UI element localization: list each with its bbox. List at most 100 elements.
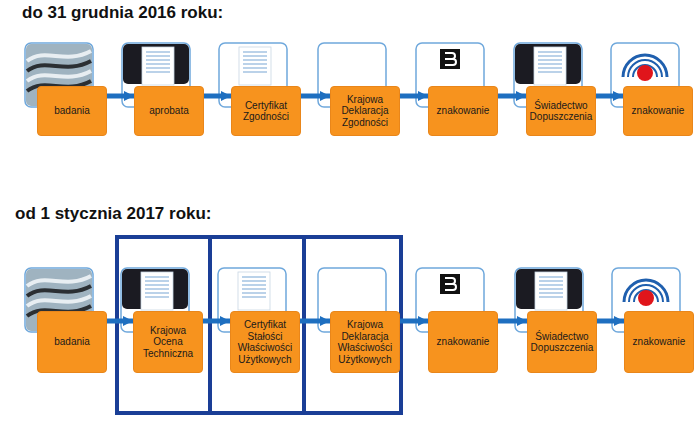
document-line — [539, 284, 563, 285]
document-line — [242, 288, 266, 289]
document-line — [242, 296, 266, 297]
box-text: Krajowa Ocena Techniczna — [137, 325, 199, 360]
document-line — [145, 288, 169, 289]
flow-arrow — [107, 94, 134, 99]
document-line — [145, 280, 169, 281]
flow-arrow — [498, 94, 526, 99]
document-page — [238, 272, 270, 310]
document-line — [146, 55, 170, 56]
process-box: Certyfikat Stałości Właściwości Użytkowy… — [230, 311, 300, 373]
cable-line — [27, 71, 91, 81]
box-text: Krajowa Deklaracja Właściwości Użytkowyc… — [334, 319, 396, 365]
process-box: badania — [37, 311, 107, 373]
flow-arrow — [597, 319, 624, 324]
document-line — [146, 71, 170, 72]
document-line — [243, 59, 267, 60]
cable-line — [27, 296, 91, 306]
flow-arrow — [498, 319, 527, 324]
document-line — [538, 67, 562, 68]
box-text: znakowanie — [437, 105, 490, 117]
document-line — [539, 276, 563, 277]
process-box: znakowanie — [428, 86, 498, 136]
document-line — [146, 59, 170, 60]
document-line — [242, 280, 266, 281]
document-line — [539, 296, 563, 297]
process-box: Świadectwo Dopuszczenia — [526, 86, 596, 136]
box-text: aprobata — [149, 105, 188, 117]
flow-arrow — [400, 319, 428, 324]
document-line — [242, 292, 266, 293]
document-line — [145, 276, 169, 277]
document-line — [243, 63, 267, 64]
box-text: Świadectwo Dopuszczenia — [530, 100, 593, 123]
box-text: Krajowa Deklaracja Zgodności — [334, 94, 396, 129]
process-box: znakowanie — [428, 311, 498, 373]
document-page — [141, 272, 173, 310]
flow-arrow — [300, 319, 330, 324]
box-text: Świadectwo Dopuszczenia — [531, 331, 594, 354]
document-line — [539, 280, 563, 281]
process-box: znakowanie — [624, 311, 694, 373]
document-line — [145, 292, 169, 293]
mark-logo — [440, 49, 460, 69]
document-page — [239, 47, 271, 85]
document-line — [538, 71, 562, 72]
group-frame — [117, 237, 401, 413]
dark-background — [516, 269, 582, 309]
document-line — [243, 55, 267, 56]
section-heading: do 31 grudnia 2016 roku: — [22, 3, 223, 23]
flow-arrow — [400, 94, 428, 99]
frame-divider — [302, 237, 306, 413]
box-text: znakowanie — [437, 336, 490, 348]
document-line — [243, 67, 267, 68]
process-box: aprobata — [134, 86, 204, 136]
flow-arrow — [301, 94, 330, 99]
box-text: badania — [54, 105, 90, 117]
document-line — [538, 59, 562, 60]
document-page — [142, 47, 174, 85]
cable-line — [27, 61, 91, 71]
document-line — [146, 67, 170, 68]
process-box: badania — [37, 86, 107, 136]
process-box: Krajowa Ocena Techniczna — [133, 311, 203, 373]
certificate-logo-dot — [637, 65, 653, 81]
document-line — [145, 284, 169, 285]
process-box: Świadectwo Dopuszczenia — [527, 311, 597, 373]
flow-arrow — [596, 94, 623, 99]
box-text: znakowanie — [633, 336, 686, 348]
document-line — [243, 71, 267, 72]
box-text: Certyfikat Stałości Właściwości Użytkowy… — [234, 319, 296, 365]
process-box: Krajowa Deklaracja Właściwości Użytkowyc… — [330, 311, 400, 373]
document-page — [534, 47, 566, 85]
mark-logo-detail — [445, 53, 456, 65]
process-box: Certyfikat Zgodności — [231, 86, 301, 136]
box-text: Certyfikat Zgodności — [235, 100, 297, 123]
frame-divider — [208, 237, 212, 413]
mark-logo — [440, 274, 460, 294]
box-text: znakowanie — [632, 105, 685, 117]
document-page — [535, 272, 567, 310]
document-line — [145, 296, 169, 297]
dark-background — [515, 44, 581, 84]
flow-arrow — [204, 94, 231, 99]
process-box: Krajowa Deklaracja Zgodności — [330, 86, 400, 136]
cable-line — [27, 276, 91, 286]
document-line — [539, 288, 563, 289]
cable-line — [27, 51, 91, 61]
document-line — [538, 63, 562, 64]
section-heading: od 1 stycznia 2017 roku: — [15, 204, 212, 224]
document-line — [146, 51, 170, 52]
document-line — [538, 51, 562, 52]
dark-background — [122, 269, 188, 309]
flow-arrow — [107, 319, 133, 324]
process-box: znakowanie — [623, 86, 693, 136]
document-line — [242, 276, 266, 277]
dark-background — [123, 44, 189, 84]
document-line — [146, 63, 170, 64]
document-line — [242, 284, 266, 285]
document-line — [539, 292, 563, 293]
document-line — [538, 55, 562, 56]
box-text: badania — [54, 336, 90, 348]
certificate-logo-dot — [638, 290, 654, 306]
